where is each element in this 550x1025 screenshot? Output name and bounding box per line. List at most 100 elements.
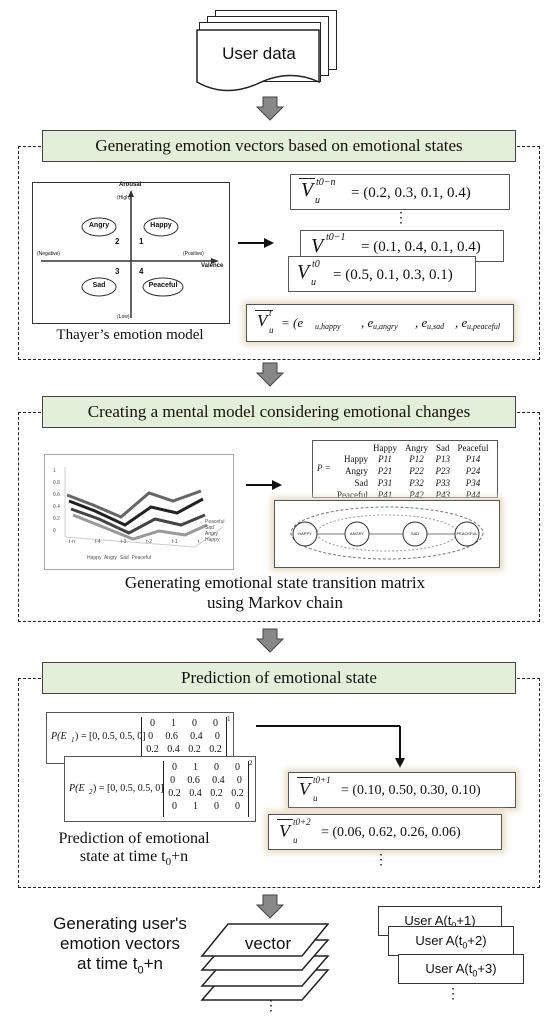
matrix-cell: P11 bbox=[378, 454, 392, 464]
y-tick: 0.8 bbox=[53, 480, 60, 486]
vector-stack bbox=[200, 923, 330, 1001]
def-term-sad: u,sad bbox=[427, 322, 445, 331]
matrix-col-header: Peaceful bbox=[457, 443, 489, 453]
matrix-cell: P43 bbox=[435, 490, 451, 500]
pe1-cell: 0 bbox=[213, 718, 218, 729]
matrix-row-label: Happy bbox=[344, 454, 368, 464]
matrix-cell: P13 bbox=[435, 454, 451, 464]
negative-label: (Negative) bbox=[37, 251, 61, 257]
user-sub: 0 bbox=[472, 968, 478, 979]
matrix-cell: P33 bbox=[435, 478, 451, 488]
vector-symbol: V bbox=[301, 179, 314, 201]
pe2-cell: 0 bbox=[214, 801, 219, 812]
vector-symbol: V bbox=[257, 311, 268, 330]
user-tail: +3) bbox=[477, 961, 497, 976]
pe2-cell: 0 bbox=[235, 801, 240, 812]
vector-symbol: V bbox=[279, 821, 290, 841]
caption-tail: +n bbox=[143, 954, 163, 973]
def-term-happy: u,happy bbox=[315, 322, 341, 331]
section3-title: Prediction of emotional state bbox=[42, 662, 516, 694]
markov-chain-diagram: HAPPY ANGRY SAD PEACEFUL bbox=[274, 500, 500, 568]
y-tick: 0 bbox=[53, 528, 56, 534]
vector-sup: t0 bbox=[312, 259, 320, 270]
node-happy: HAPPY bbox=[298, 531, 312, 536]
y-tick: 0.2 bbox=[53, 516, 60, 522]
y-tick: 1 bbox=[53, 468, 56, 474]
markov-caption-line1: Generating emotional state transition ma… bbox=[124, 573, 426, 592]
section1-title: Generating emotion vectors based on emot… bbox=[42, 130, 516, 162]
pe2-sub: 2 bbox=[89, 788, 93, 796]
depth-peaceful: Peaceful bbox=[205, 519, 225, 525]
matrix-col-header: Happy bbox=[373, 443, 397, 453]
output-caption-line3: at time t0+n bbox=[30, 954, 210, 980]
matrix-p-label: P = bbox=[317, 463, 331, 473]
pe1-cell: 0.2 bbox=[188, 744, 201, 755]
user-label: User A(t bbox=[404, 913, 452, 928]
pe2-cell: 0 bbox=[235, 762, 240, 773]
markov-caption-line2: using Markov chain bbox=[207, 593, 343, 612]
user-sub: 0 bbox=[451, 921, 456, 931]
matrix-cell: P32 bbox=[409, 478, 424, 488]
emotion-peaceful: Peaceful bbox=[148, 282, 178, 289]
emotion-happy: Happy bbox=[150, 222, 172, 229]
pe2-label: P(E bbox=[69, 783, 85, 794]
pe1-cell: 0 bbox=[150, 718, 155, 729]
transition-matrix: P = Happy Angry Sad Peaceful Happy P11 P… bbox=[312, 440, 498, 500]
quadrant-3: 3 bbox=[115, 267, 120, 276]
pe1-power: 1 bbox=[227, 715, 231, 723]
vector-symbol: V bbox=[311, 235, 324, 257]
chart-depth-labels: Peaceful Sad Angry Happy bbox=[205, 519, 224, 543]
pe1-cell: 0 bbox=[214, 731, 220, 742]
matrix-cell: P24 bbox=[465, 466, 481, 476]
matrix-cell: P44 bbox=[465, 490, 481, 500]
matrix-row-label: Peaceful bbox=[337, 490, 368, 500]
quadrant-1: 1 bbox=[139, 237, 144, 246]
def-e2: , e bbox=[361, 315, 374, 330]
vector-sub: u bbox=[315, 195, 320, 206]
pe1-cell: 0.2 bbox=[146, 744, 159, 755]
vector-t0: V t0 u = (0.5, 0.1, 0.3, 0.1) bbox=[288, 256, 476, 292]
flow-arrow-icon bbox=[255, 628, 285, 653]
matrix-cell: P14 bbox=[465, 454, 481, 464]
thayer-caption: Thayer’s emotion model bbox=[56, 327, 204, 343]
matrix-cell: P41 bbox=[377, 490, 393, 500]
vector-symbol: V bbox=[299, 779, 310, 799]
pe1-cell: 0.4 bbox=[190, 731, 203, 742]
node-angry: ANGRY bbox=[349, 531, 365, 536]
user-tail: +1) bbox=[456, 913, 476, 928]
pe2-cell: 0 bbox=[172, 801, 177, 812]
vector-t0-minus-n: V t0−n u = (0.2, 0.3, 0.1, 0.4) bbox=[290, 174, 510, 210]
output-caption-line2: emotion vectors bbox=[60, 934, 180, 953]
section2-title: Creating a mental model considering emot… bbox=[42, 396, 516, 428]
overline-bar bbox=[255, 310, 273, 311]
def-sup: t bbox=[269, 308, 272, 318]
pe1-cell: 0.2 bbox=[209, 744, 222, 755]
vector-ellipsis: ⋮ bbox=[394, 211, 408, 226]
def-term-angry: u,angry bbox=[373, 322, 398, 331]
predicted-vector-t0-plus-2: V t0+2 u = (0.06, 0.62, 0.26, 0.06) bbox=[268, 814, 502, 850]
user-cards-ellipsis: ⋮ bbox=[446, 987, 460, 1002]
x-tick: t bbox=[197, 539, 199, 545]
pe1-cell: 0.4 bbox=[167, 744, 180, 755]
pe1-sub: 1 bbox=[71, 736, 75, 744]
x-tick: t-4 bbox=[94, 539, 101, 545]
matrix-col-header: Sad bbox=[436, 443, 450, 453]
pe2-rhs: ) = [0, 0.5, 0.5, 0] bbox=[93, 783, 164, 794]
def-rhs: = (e bbox=[281, 315, 304, 330]
matrix-row-label: Sad bbox=[354, 478, 369, 488]
matrix-cell: P42 bbox=[409, 490, 424, 500]
matrix-cell: P21 bbox=[377, 466, 393, 476]
vector-stack-ellipsis: ⋮ bbox=[264, 999, 278, 1014]
caption-text: at time t bbox=[77, 954, 138, 973]
vector-value: = (0.10, 0.50, 0.30, 0.10) bbox=[341, 783, 481, 798]
arrow-right-icon bbox=[238, 238, 274, 248]
pe1-cell: 0 bbox=[148, 731, 154, 742]
low-label: (Low) bbox=[117, 314, 130, 320]
pe2-cell: 1 bbox=[193, 762, 198, 773]
vector-sup: t0+2 bbox=[293, 817, 311, 827]
thayer-model: Arousal (High) (Low) Valence (Negative) … bbox=[32, 182, 230, 324]
emotion-history-chart: Happy Angry Sad Peaceful Peaceful Sad An… bbox=[44, 454, 234, 570]
